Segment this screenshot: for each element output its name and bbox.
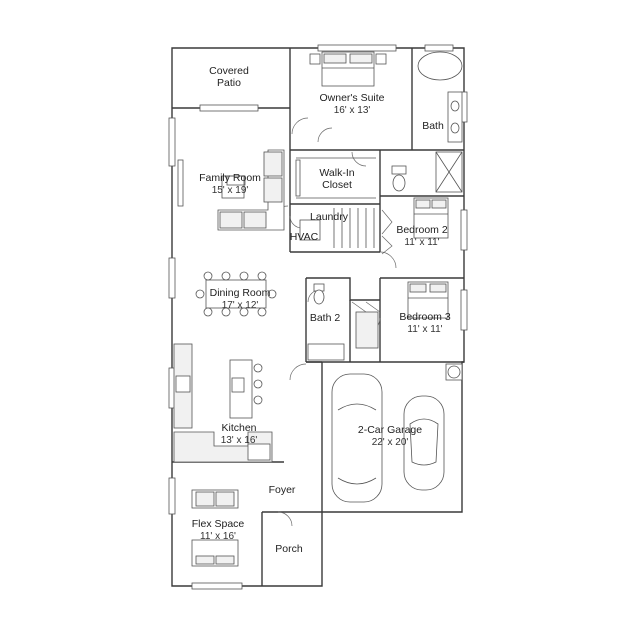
room-dimensions: 22' x 20' bbox=[372, 437, 409, 448]
room-label: Covered bbox=[209, 65, 249, 77]
garage-van-icon bbox=[331, 373, 383, 503]
room-label: Bath 2 bbox=[310, 312, 341, 324]
flex-sofa-icon bbox=[191, 539, 239, 567]
room-label: Dining Room bbox=[210, 287, 271, 299]
fixtures bbox=[173, 51, 463, 567]
dining-table-icon bbox=[195, 271, 277, 317]
bath-2-toilet-icon bbox=[313, 289, 325, 305]
room-label: HVAC bbox=[290, 231, 319, 243]
room-dimensions: 11' x 11' bbox=[404, 237, 439, 248]
room-bath: Bath bbox=[422, 120, 444, 132]
room-label: Bedroom 3 bbox=[399, 311, 451, 323]
owners-bed-icon bbox=[309, 51, 387, 87]
room-dimensions: 13' x 16' bbox=[221, 435, 258, 446]
room-label: Flex Space bbox=[192, 518, 245, 530]
room-label: 2-Car Garage bbox=[358, 424, 422, 436]
room-porch: Porch bbox=[275, 543, 303, 555]
room-label: Patio bbox=[217, 77, 241, 89]
vanity-icon bbox=[447, 91, 463, 143]
room-foyer: Foyer bbox=[269, 484, 296, 496]
room-label: Family Room bbox=[199, 172, 261, 184]
room-dimensions: 16' x 13' bbox=[334, 105, 371, 116]
room-label: Closet bbox=[322, 179, 352, 191]
room-dimensions: 11' x 16' bbox=[200, 531, 236, 542]
room-bedroom-2: Bedroom 211' x 11' bbox=[396, 224, 448, 248]
room-bedroom-3: Bedroom 311' x 11' bbox=[399, 311, 451, 335]
room-label: Laundry bbox=[310, 211, 349, 223]
room-hvac: HVAC bbox=[290, 231, 319, 243]
room-label: Owner's Suite bbox=[319, 92, 384, 104]
windows bbox=[168, 44, 468, 590]
room-label: Foyer bbox=[269, 484, 296, 496]
bedroom-3-bed-icon bbox=[407, 281, 449, 319]
room-label: Porch bbox=[275, 543, 303, 555]
room-label: Walk-In bbox=[319, 167, 354, 179]
water-heater-icon bbox=[447, 365, 461, 379]
room-dimensions: 17' x 12' bbox=[222, 300, 259, 311]
sofa-icon bbox=[191, 489, 239, 509]
room-bath-2: Bath 2 bbox=[310, 312, 341, 324]
room-label: Kitchen bbox=[221, 422, 256, 434]
room-dimensions: 11' x 11' bbox=[407, 324, 442, 335]
bedroom-2-bed-icon bbox=[413, 197, 449, 239]
garage-car-icon bbox=[403, 395, 445, 491]
bathtub-icon bbox=[417, 51, 463, 81]
sectional-sofa-icon bbox=[217, 149, 285, 231]
room-label: Bedroom 2 bbox=[396, 224, 448, 236]
room-label: Bath bbox=[422, 120, 444, 132]
room-laundry: Laundry bbox=[310, 211, 349, 223]
toilet-icon bbox=[392, 174, 406, 192]
room-dimensions: 15' x 19' bbox=[212, 185, 249, 196]
